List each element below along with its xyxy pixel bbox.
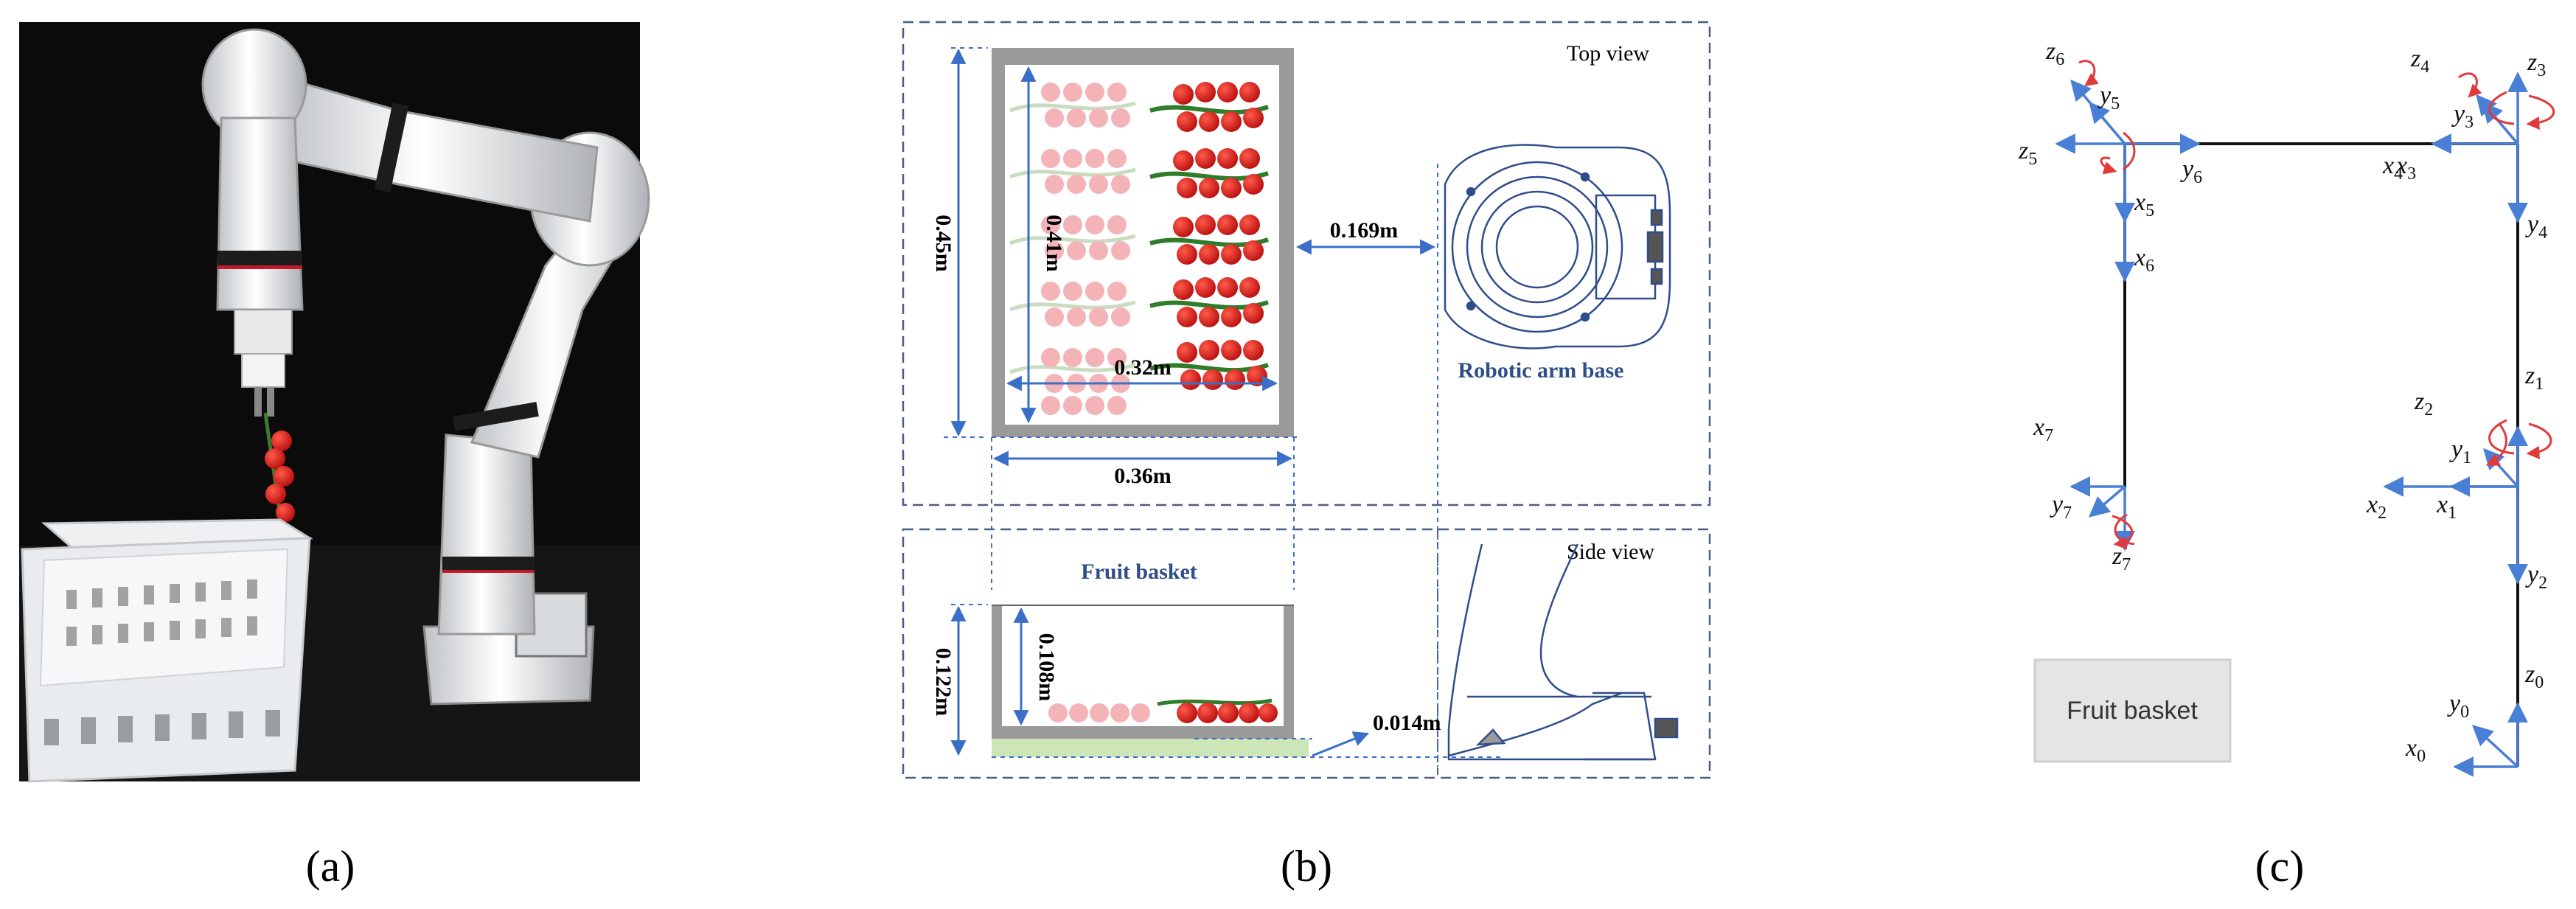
photo-basket-illustration — [21, 518, 313, 783]
label-x4: x4 — [2382, 152, 2403, 184]
robotic-arm-base-label: Robotic arm base — [1458, 358, 1624, 383]
frame-0 — [2453, 702, 2528, 777]
top-view-frame — [902, 21, 1711, 506]
dim-outer-length-label: 0.45m — [931, 215, 955, 272]
fruit-basket-box — [2033, 658, 2232, 763]
panel-a-photo — [19, 22, 650, 783]
panel-c-kinematics: z0 y0 x0 z1 y1 x1 z2 y2 x2 z3 y3 x3 z4 y… — [2018, 38, 2555, 777]
fruit-basket-label-c: Fruit basket — [2067, 697, 2198, 725]
dim-inner-width-label: 0.32m — [1114, 355, 1172, 380]
robot-arm-illustration — [201, 28, 650, 706]
red-tomato-rows — [1149, 82, 1269, 390]
pink-tomato-rows — [1009, 83, 1136, 415]
top-view-label: Top view — [1567, 41, 1649, 66]
label-z6: z6 — [2045, 38, 2064, 69]
dim-floor-offset-arrow — [1312, 731, 1369, 757]
label-y7: y7 — [2050, 491, 2072, 523]
side-view-label: Side view — [1567, 540, 1654, 564]
label-y5: y5 — [2098, 82, 2120, 114]
label-z1: z1 — [2524, 362, 2544, 394]
label-x0: x0 — [2405, 734, 2426, 766]
label-z0: z0 — [2524, 661, 2544, 692]
dim-outer-height-label: 0.122m — [931, 648, 955, 717]
label-x1: x1 — [2436, 491, 2457, 523]
dim-floor-offset-label: 0.014m — [1373, 711, 1441, 735]
frame-3-4 — [2431, 72, 2528, 223]
caption-c: (c) — [2255, 842, 2305, 891]
label-x7: x7 — [2033, 414, 2053, 445]
label-x2: x2 — [2366, 491, 2387, 523]
dim-inner-height-label: 0.108m — [1034, 633, 1059, 702]
label-y1: y1 — [2449, 436, 2471, 467]
label-y0: y0 — [2447, 690, 2469, 722]
dim-base-distance-label: 0.169m — [1330, 218, 1399, 243]
caption-a: (a) — [306, 842, 355, 891]
basket-side-view — [992, 605, 1504, 758]
dim-inner-length-label: 0.41m — [1042, 215, 1066, 272]
panel-b-dimensions: 0.45m 0.41m 0.32m 0.36m 0.169m Top view … — [902, 21, 1711, 779]
robot-base-side-view — [1447, 543, 1679, 761]
label-y3: y3 — [2451, 100, 2474, 132]
label-z7: z7 — [2112, 543, 2131, 574]
label-y2: y2 — [2525, 561, 2547, 593]
fruit-basket-label-b: Fruit basket — [1081, 560, 1197, 584]
label-y6: y6 — [2180, 156, 2202, 187]
label-z3: z3 — [2527, 49, 2546, 80]
label-z5: z5 — [2018, 137, 2037, 169]
label-y4: y4 — [2525, 211, 2547, 243]
caption-b: (b) — [1281, 842, 1332, 891]
rotation-arrows — [2078, 60, 2555, 550]
label-x3: x3 — [2395, 152, 2416, 184]
side-view-frame — [902, 528, 1711, 779]
robot-base-top-view — [1444, 144, 1671, 349]
frame-labels: z0 y0 x0 z1 y1 x1 z2 y2 x2 z3 y3 x3 z4 y… — [2018, 38, 2547, 766]
dim-outer-width-label: 0.36m — [1114, 464, 1172, 488]
label-x6: x6 — [2134, 244, 2154, 276]
label-z2: z2 — [2414, 388, 2433, 419]
label-z4: z4 — [2410, 45, 2429, 77]
frame-5-6 — [2055, 79, 2201, 282]
label-x5: x5 — [2134, 189, 2154, 220]
